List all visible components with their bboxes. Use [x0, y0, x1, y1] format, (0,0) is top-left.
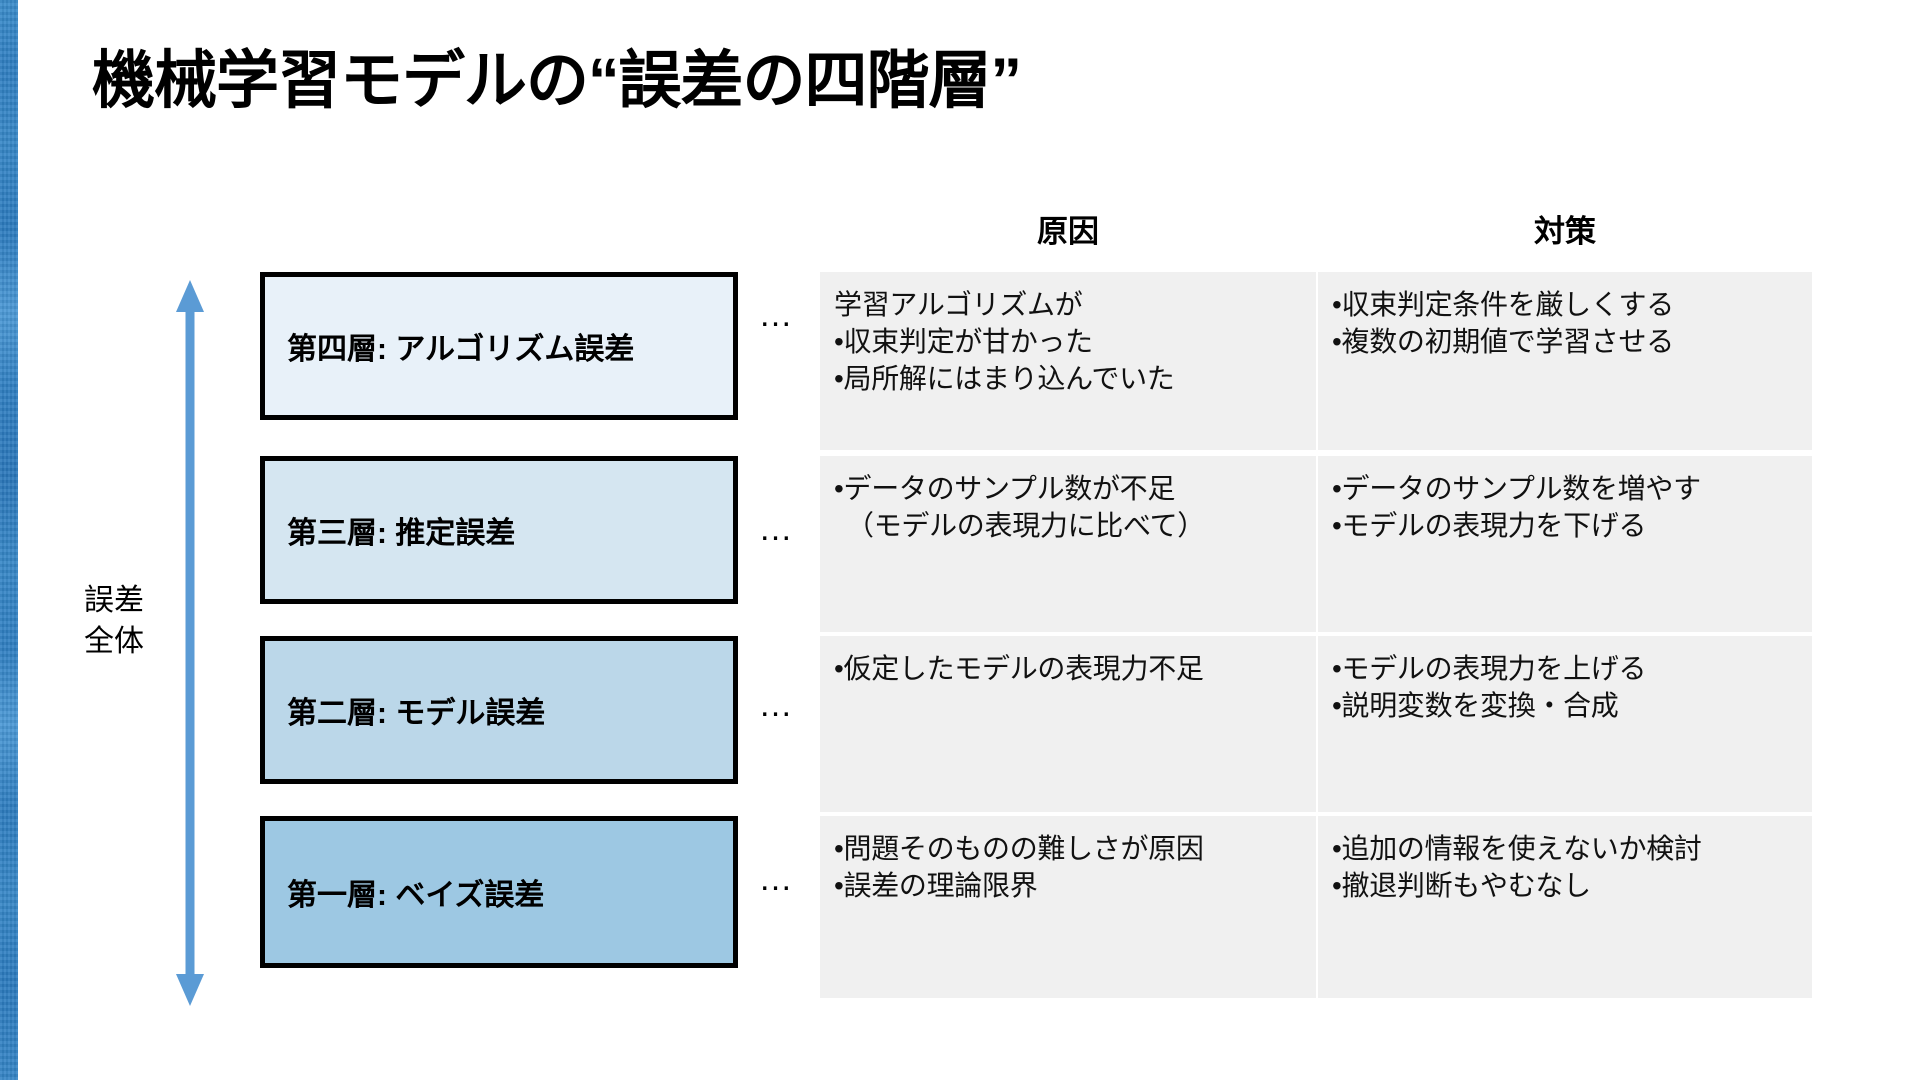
cause-line: （モデルの表現力に比べて） — [846, 510, 1205, 542]
left-accent-bar — [0, 0, 18, 1080]
layer-box-4[interactable]: 第四層: アルゴリズム誤差 — [260, 272, 738, 420]
measure-panel-3: •データのサンプル数を増やす •モデルの表現力を下げる — [1318, 456, 1812, 632]
page-title: 機械学習モデルの“誤差の四階層” — [92, 46, 1022, 116]
ellipsis-icon: … — [758, 860, 796, 898]
total-error-double-arrow-icon — [176, 280, 204, 1006]
measure-panel-2: •モデルの表現力を上げる •説明変数を変換・合成 — [1318, 636, 1812, 812]
layer-label: 第一層: ベイズ誤差 — [287, 879, 545, 912]
layer-box-3[interactable]: 第三層: 推定誤差 — [260, 456, 738, 604]
cause-line: •データのサンプル数が不足 — [834, 473, 1176, 504]
measure-line: •複数の初期値で学習させる — [1332, 326, 1674, 358]
ellipsis-icon: … — [758, 296, 796, 334]
cause-line: •収束判定が甘かった — [834, 326, 1093, 358]
layer-box-2[interactable]: 第二層: モデル誤差 — [260, 636, 738, 784]
layer-box-1[interactable]: 第一層: ベイズ誤差 — [260, 816, 738, 968]
ellipsis-icon: … — [758, 686, 796, 724]
layer-label: 第四層: アルゴリズム誤差 — [287, 333, 635, 366]
error-layer-row: 第四層: アルゴリズム誤差 … 学習アルゴリズムが •収束判定が甘かった •局所… — [0, 272, 1920, 452]
error-layer-row: 第二層: モデル誤差 … •仮定したモデルの表現力不足 •モデルの表現力を上げる… — [0, 636, 1920, 816]
column-header-cause: 原因 — [1037, 214, 1099, 249]
measure-panel-4: •収束判定条件を厳しくする •複数の初期値で学習させる — [1318, 272, 1812, 450]
layer-label: 第三層: 推定誤差 — [287, 517, 516, 550]
ellipsis-icon: … — [758, 510, 796, 548]
measure-line: •収束判定条件を厳しくする — [1332, 289, 1674, 320]
layer-label: 第二層: モデル誤差 — [287, 697, 546, 730]
cause-panel-1: •問題そのものの難しさが原因 •誤差の理論限界 — [820, 816, 1316, 998]
error-layer-row: 第三層: 推定誤差 … •データのサンプル数が不足 （モデルの表現力に比べて） … — [0, 456, 1920, 636]
cause-line: 学習アルゴリズムが — [834, 289, 1083, 320]
measure-line: •データのサンプル数を増やす — [1332, 473, 1701, 504]
cause-line: •誤差の理論限界 — [834, 870, 1038, 902]
measure-line: •撤退判断もやむなし — [1332, 870, 1591, 902]
cause-panel-2: •仮定したモデルの表現力不足 — [820, 636, 1316, 812]
cause-panel-3: •データのサンプル数が不足 （モデルの表現力に比べて） — [820, 456, 1316, 632]
total-error-label: 誤差 全体 — [84, 584, 144, 659]
cause-line: •問題そのものの難しさが原因 — [834, 833, 1204, 864]
cause-line: •仮定したモデルの表現力不足 — [834, 653, 1204, 684]
measure-panel-1: •追加の情報を使えないか検討 •撤退判断もやむなし — [1318, 816, 1812, 998]
cause-panel-4: 学習アルゴリズムが •収束判定が甘かった •局所解にはまり込んでいた — [820, 272, 1316, 450]
measure-line: •追加の情報を使えないか検討 — [1332, 833, 1702, 864]
measure-line: •モデルの表現力を上げる — [1332, 653, 1647, 684]
cause-line: •局所解にはまり込んでいた — [834, 363, 1175, 395]
column-header-measure: 対策 — [1534, 214, 1596, 249]
error-layer-row: 第一層: ベイズ誤差 … •問題そのものの難しさが原因 •誤差の理論限界 •追加… — [0, 816, 1920, 1004]
measure-line: •モデルの表現力を下げる — [1332, 510, 1647, 542]
measure-line: •説明変数を変換・合成 — [1332, 690, 1619, 722]
